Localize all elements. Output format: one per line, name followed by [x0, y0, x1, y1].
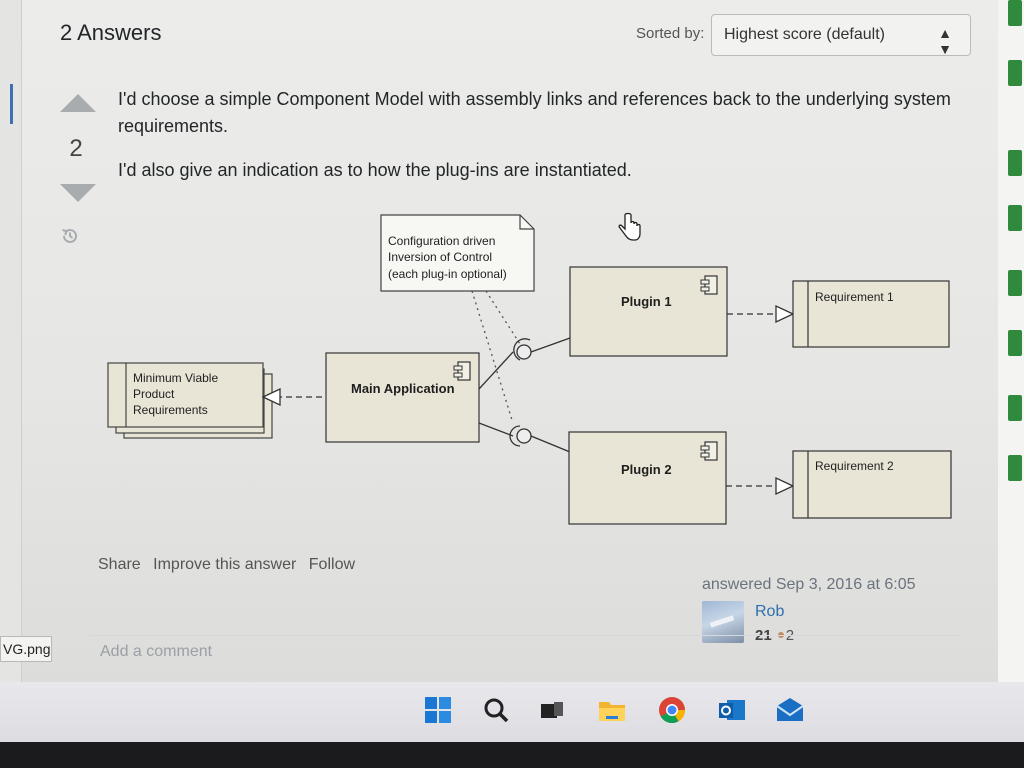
- chrome-icon[interactable]: [656, 694, 688, 726]
- history-icon[interactable]: [60, 226, 80, 246]
- assembly-line-2b: [530, 435, 571, 453]
- select-arrows-icon: ▲▼: [938, 25, 952, 57]
- realization-arrow-req2: [775, 476, 795, 496]
- requirement-1-box: Requirement 1: [792, 280, 950, 348]
- requirement-2-box: Requirement 2: [792, 450, 952, 519]
- comments-divider: [90, 635, 960, 636]
- green-marker: [1008, 205, 1022, 231]
- plugin-2-label: Plugin 2: [621, 462, 672, 477]
- improve-answer-link[interactable]: Improve this answer: [153, 556, 297, 573]
- hand-cursor-icon: [618, 212, 641, 241]
- note-box: Configuration driven Inversion of Contro…: [380, 214, 535, 292]
- answered-timestamp[interactable]: answered Sep 3, 2016 at 6:05: [702, 576, 916, 593]
- plugin-1-label: Plugin 1: [621, 294, 672, 309]
- mvp-line-1: Minimum Viable: [133, 371, 218, 385]
- mvp-requirements-box: Minimum Viable Product Requirements: [107, 362, 273, 439]
- add-comment-link[interactable]: Add a comment: [100, 643, 213, 660]
- green-marker: [1008, 455, 1022, 481]
- green-marker: [1008, 0, 1022, 26]
- selection-marker: [10, 84, 13, 124]
- mvp-line-2: Product: [133, 387, 175, 401]
- main-application-component: Main Application: [325, 352, 480, 443]
- requirement-2-label: Requirement 2: [815, 459, 894, 473]
- assembly-line-2a: [478, 422, 514, 437]
- green-marker: [1008, 270, 1022, 296]
- sort-order-select[interactable]: Highest score (default) ▲▼: [711, 14, 971, 57]
- note-line-2: Inversion of Control: [388, 250, 492, 264]
- user-name-link[interactable]: Rob: [755, 603, 785, 620]
- airplane-icon: [709, 615, 735, 628]
- post-menu: Share Improve this answer Follow: [98, 556, 363, 574]
- windows-taskbar: [0, 682, 1024, 742]
- file-label[interactable]: VG.png: [0, 636, 52, 662]
- search-icon[interactable]: [480, 694, 512, 726]
- answer-paragraph-1: I'd choose a simple Component Model with…: [118, 89, 951, 136]
- windows-start-icon[interactable]: [422, 694, 454, 726]
- assembly-line-1a: [478, 351, 514, 390]
- assembly-line-1b: [530, 337, 571, 353]
- ball-2: [516, 428, 532, 444]
- mvp-line-3: Requirements: [133, 403, 208, 417]
- outlook-icon[interactable]: [716, 694, 748, 726]
- monitor-bezel: [0, 742, 1024, 768]
- mail-icon[interactable]: [774, 694, 806, 726]
- plugin-2-component: Plugin 2: [568, 431, 727, 525]
- realization-arrow-req1: [775, 304, 795, 324]
- share-link[interactable]: Share: [98, 556, 141, 573]
- answer-paragraph-2: I'd also give an indication as to how th…: [118, 160, 632, 180]
- vote-count: 2: [69, 135, 83, 162]
- realization-arrow-mvp: [261, 387, 281, 407]
- green-marker: [1008, 60, 1022, 86]
- requirement-1-label: Requirement 1: [815, 290, 894, 304]
- follow-link[interactable]: Follow: [308, 556, 356, 573]
- answers-count-heading: 2 Answers: [60, 20, 162, 45]
- task-view-icon[interactable]: [536, 694, 568, 726]
- note-line-3: (each plug-in optional): [388, 267, 507, 281]
- green-marker: [1008, 395, 1022, 421]
- user-avatar[interactable]: [702, 601, 744, 643]
- green-marker: [1008, 150, 1022, 176]
- green-marker: [1008, 330, 1022, 356]
- note-connector-2: [485, 290, 521, 345]
- note-connector-1: [471, 290, 513, 421]
- socket-1: [513, 338, 531, 361]
- right-window-edge: [998, 0, 1024, 690]
- upvote-button[interactable]: [60, 94, 96, 112]
- main-application-label: Main Application: [351, 381, 455, 396]
- left-window-edge: [0, 0, 22, 690]
- plugin-1-component: Plugin 1: [569, 266, 728, 357]
- downvote-button[interactable]: [60, 184, 96, 202]
- component-diagram: Configuration driven Inversion of Contro…: [107, 214, 952, 525]
- note-line-1: Configuration driven: [388, 234, 495, 248]
- browser-page: 2 Answers Sorted by: Highest score (defa…: [0, 0, 1024, 690]
- sorted-by-label: Sorted by:: [636, 25, 705, 42]
- sort-order-value: Highest score (default): [724, 26, 885, 43]
- socket-2: [509, 425, 521, 447]
- ball-1: [516, 344, 532, 360]
- file-explorer-icon[interactable]: [596, 694, 628, 726]
